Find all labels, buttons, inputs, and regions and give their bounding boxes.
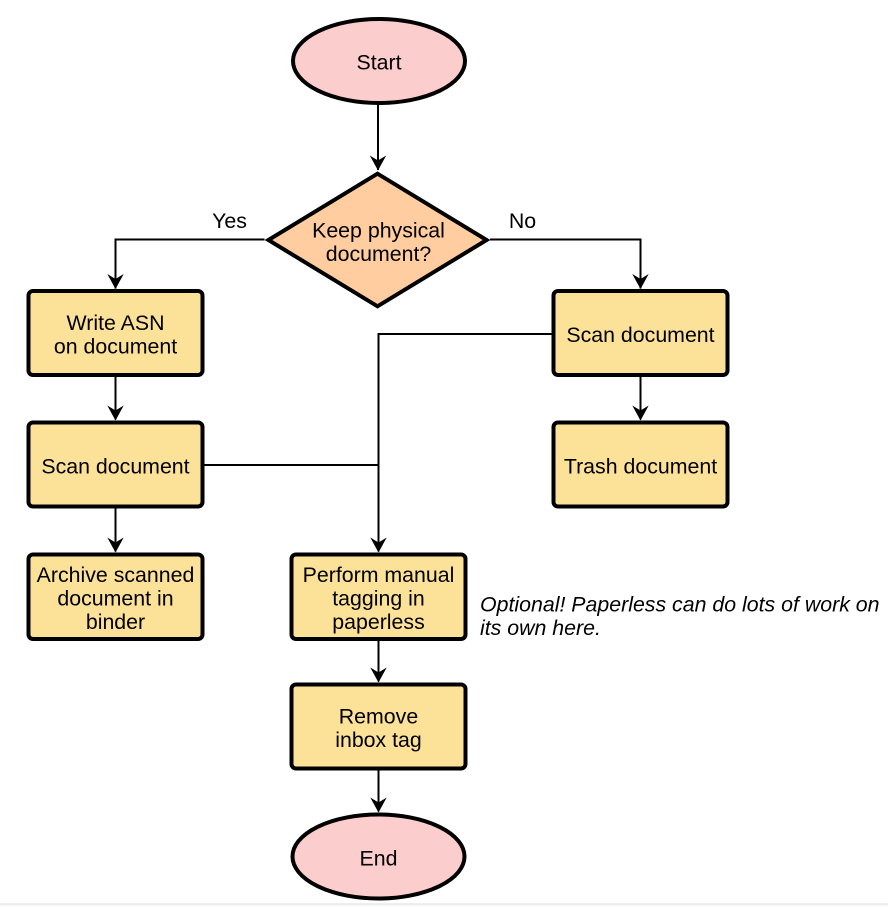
svg-text:Scan document: Scan document [566, 323, 714, 347]
svg-text:Perform manual: Perform manual [303, 563, 455, 587]
svg-text:paperless: paperless [332, 610, 424, 634]
svg-text:Optional! Paperless can do lot: Optional! Paperless can do lots of work … [480, 592, 880, 616]
svg-text:document?: document? [326, 242, 432, 266]
svg-text:Start: Start [356, 51, 401, 75]
svg-text:Remove: Remove [339, 705, 418, 729]
svg-text:Archive scanned: Archive scanned [37, 563, 195, 587]
svg-text:No: No [509, 209, 536, 233]
svg-text:End: End [360, 846, 398, 870]
svg-text:its own here.: its own here. [480, 616, 601, 640]
svg-text:Write ASN: Write ASN [67, 311, 165, 335]
svg-text:Keep physical: Keep physical [312, 219, 445, 243]
svg-text:binder: binder [86, 610, 145, 634]
svg-text:tagging in: tagging in [332, 587, 425, 611]
svg-text:Yes: Yes [212, 209, 247, 233]
svg-text:inbox tag: inbox tag [335, 728, 422, 752]
svg-text:on document: on document [54, 335, 177, 359]
svg-text:Scan document: Scan document [41, 454, 189, 478]
svg-text:document in: document in [57, 587, 173, 611]
svg-text:Trash document: Trash document [564, 454, 717, 478]
